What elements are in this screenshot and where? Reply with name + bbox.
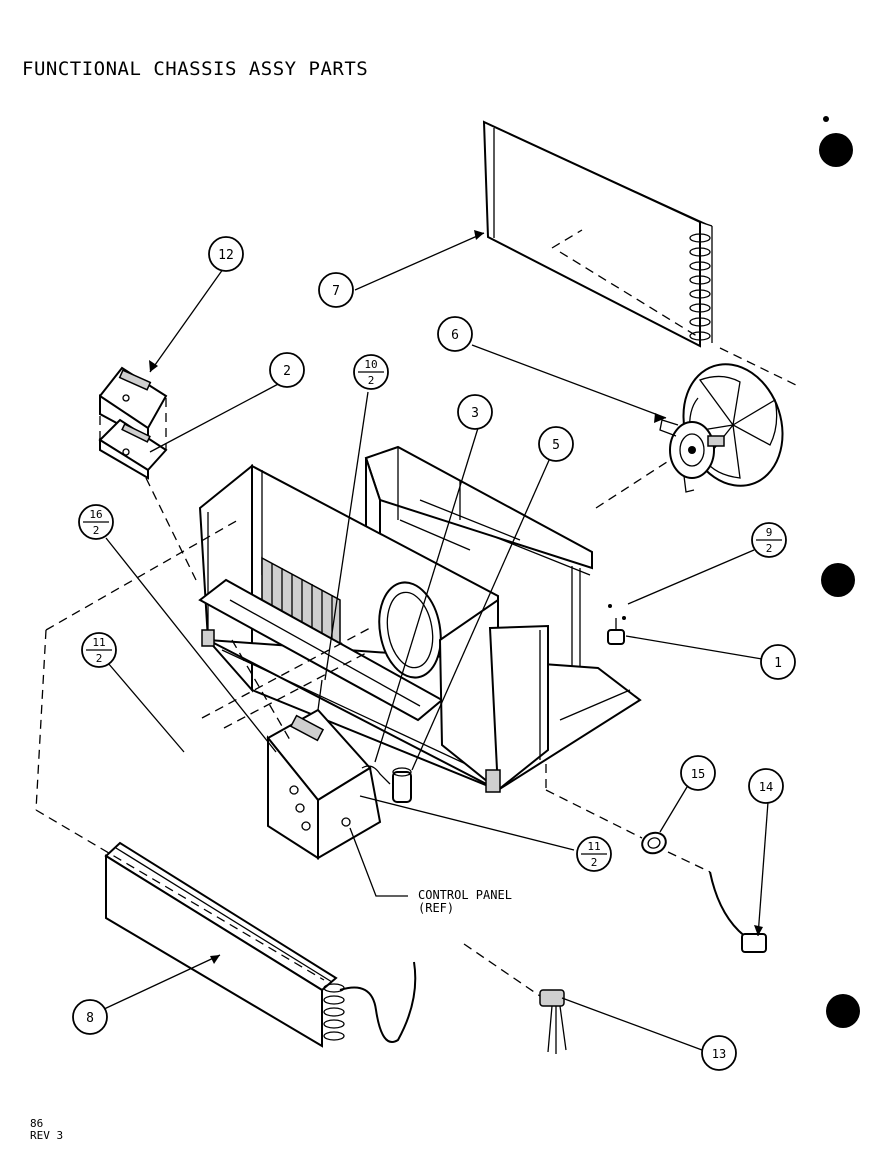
- callout-9-2: 9 2: [751, 522, 787, 558]
- svg-text:11: 11: [92, 636, 105, 649]
- callout-11-2-right: 11 2: [576, 836, 612, 872]
- callout-10-2: 10 2: [353, 354, 389, 390]
- svg-text:CONTROL PANEL: CONTROL PANEL: [418, 888, 512, 902]
- callout-1: 1: [760, 644, 796, 680]
- svg-text:15: 15: [691, 767, 705, 781]
- svg-text:2: 2: [96, 652, 103, 665]
- revision-footer: 86 REV 3: [30, 1118, 63, 1142]
- callout-12: 12: [208, 236, 244, 272]
- svg-text:2: 2: [368, 374, 375, 387]
- evaporator-coil: [104, 841, 417, 1048]
- svg-text:10: 10: [364, 358, 377, 371]
- svg-text:12: 12: [218, 248, 234, 263]
- svg-text:13: 13: [712, 1047, 726, 1061]
- svg-text:5: 5: [552, 438, 560, 453]
- callout-7: 7: [318, 272, 354, 308]
- svg-text:16: 16: [89, 508, 102, 521]
- control-panel-label: CONTROL PANEL (REF): [418, 888, 512, 915]
- grommet: [641, 831, 667, 855]
- thermostat: [607, 604, 626, 645]
- page-title: FUNCTIONAL CHASSIS ASSY PARTS: [22, 58, 369, 80]
- control-box: [266, 679, 382, 860]
- callout-6: 6: [437, 316, 473, 352]
- callout-15: 15: [680, 755, 716, 791]
- callout-5: 5: [538, 426, 574, 462]
- svg-text:1: 1: [774, 656, 782, 671]
- page-number: 86: [30, 1117, 44, 1130]
- callout-11-2-left: 11 2: [81, 632, 117, 668]
- control-panel-plate: [98, 418, 168, 480]
- svg-text:2: 2: [93, 524, 100, 537]
- callout-3: 3: [457, 394, 493, 430]
- condenser-coil: [482, 120, 799, 387]
- chassis-base: [198, 463, 642, 793]
- fan-motor: [659, 419, 725, 493]
- callout-8: 8: [72, 999, 108, 1035]
- svg-text:11: 11: [587, 840, 600, 853]
- svg-text:6: 6: [451, 328, 459, 343]
- svg-text:2: 2: [766, 542, 773, 555]
- binder-hole-top: [819, 133, 853, 167]
- callout-13: 13: [701, 1035, 737, 1071]
- power-cord: [539, 989, 567, 1054]
- svg-text:8: 8: [86, 1011, 94, 1026]
- revision-label: REV 3: [30, 1129, 64, 1142]
- capacitor: [361, 765, 412, 803]
- svg-text:(REF): (REF): [418, 901, 454, 915]
- binder-hole-middle: [821, 563, 855, 597]
- svg-text:2: 2: [283, 364, 291, 379]
- svg-text:14: 14: [759, 780, 773, 794]
- fan-assembly: [595, 363, 784, 509]
- svg-text:7: 7: [332, 284, 340, 299]
- binder-hole-bottom: [826, 994, 860, 1028]
- svg-text:9: 9: [766, 526, 773, 539]
- svg-text:2: 2: [591, 856, 598, 869]
- callout-2: 2: [269, 352, 305, 388]
- callout-14: 14: [748, 768, 784, 804]
- callout-16-2: 16 2: [78, 504, 114, 540]
- power-cord-plug: [709, 871, 767, 953]
- svg-text:3: 3: [471, 406, 479, 421]
